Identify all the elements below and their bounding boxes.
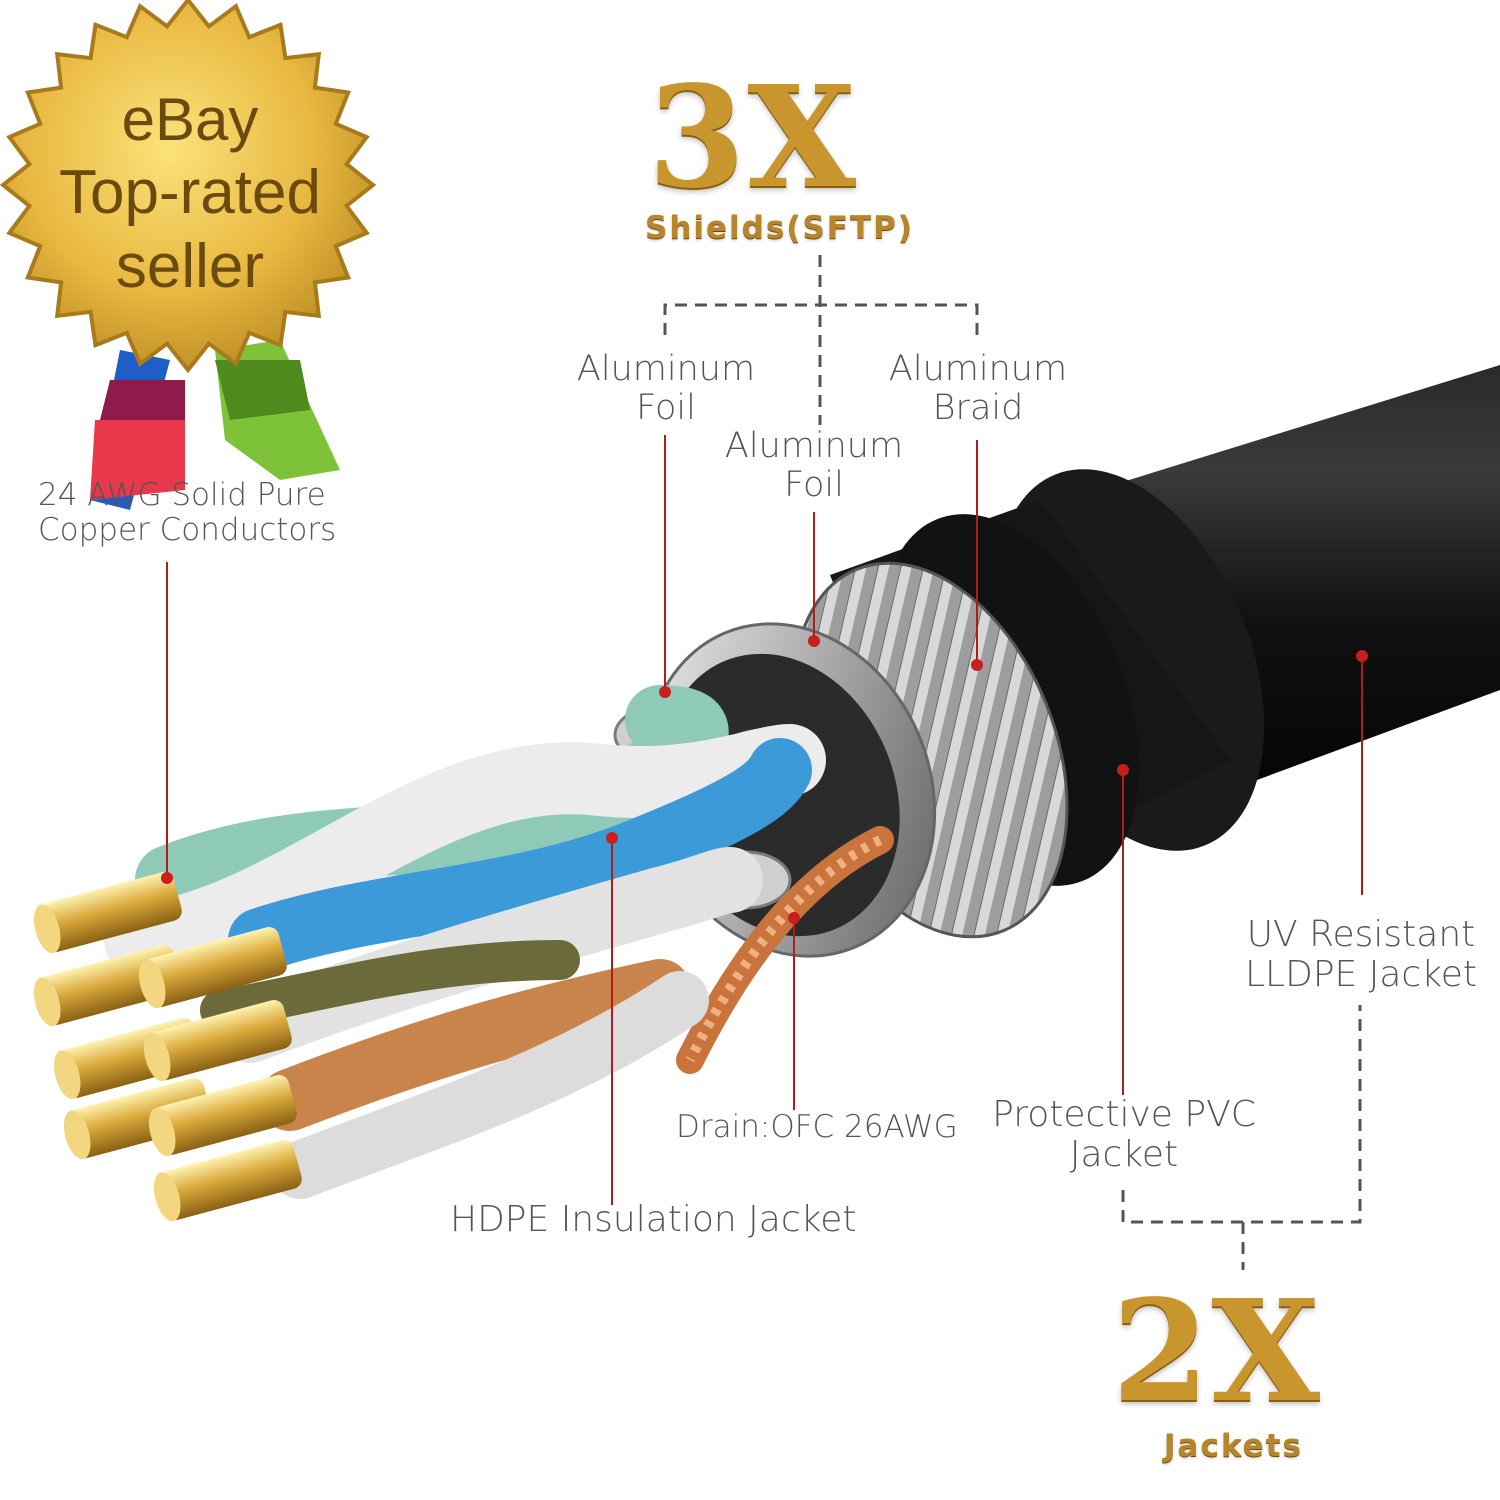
shields-caption: Shields(SFTP) (645, 210, 915, 246)
label-line: Copper Conductors (38, 511, 337, 548)
twisted-pairs (104, 685, 826, 1199)
drain-wire (676, 826, 894, 1074)
label-aluminum-foil-inner: Aluminum Foil (714, 426, 914, 506)
badge-line-2: Top-rated (59, 158, 321, 227)
badge-line-1: eBay (121, 86, 259, 153)
jackets-count: 2X (1112, 1270, 1323, 1434)
label-line: 24 AWG Solid Pure (38, 477, 326, 513)
label-drain-wire: Drain:OFC 26AWG (676, 1109, 958, 1145)
top-rated-seller-badge (0, 0, 377, 510)
label-aluminum-foil-outer: Aluminum Foil (566, 349, 766, 429)
label-line: Jacket (1069, 1134, 1179, 1176)
label-copper-conductors: 24 AWG Solid Pure Copper Conductors (38, 478, 358, 547)
shields-count: 3X (648, 56, 859, 220)
label-line: Aluminum (888, 349, 1068, 389)
callout-dots (161, 635, 1368, 924)
label-line: Protective PVC (992, 1094, 1256, 1135)
label-line: Aluminum (724, 426, 904, 466)
gold-conductor-tips (33, 871, 302, 1222)
callout-lines (166, 435, 1363, 1205)
jackets-caption: Jackets (1164, 1428, 1303, 1464)
label-aluminum-braid: Aluminum Braid (878, 349, 1078, 429)
label-line: Foil (636, 388, 696, 429)
label-line: Foil (784, 465, 844, 506)
label-line: Aluminum (576, 349, 756, 389)
label-uv-jacket: UV Resistant LLDPE Jacket (1236, 914, 1486, 996)
label-line: Braid (932, 388, 1024, 429)
badge-line-3: seller (115, 232, 265, 301)
label-line: LLDPE Jacket (1244, 954, 1478, 996)
label-pvc-jacket: Protective PVC Jacket (990, 1094, 1258, 1176)
dashed-brackets (663, 255, 1362, 1270)
label-line: UV Resistant (1246, 914, 1476, 955)
label-hdpe-jacket: HDPE Insulation Jacket (450, 1199, 857, 1240)
